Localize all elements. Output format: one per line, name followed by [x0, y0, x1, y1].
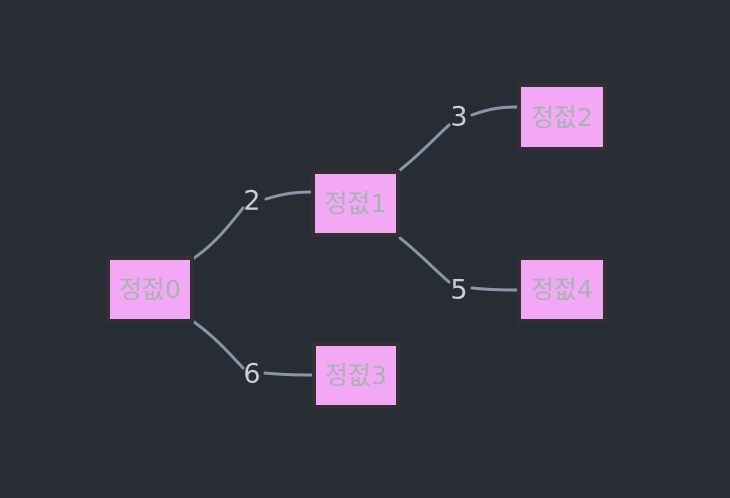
node-label: 정젒3: [325, 361, 387, 390]
node-label: 정젒0: [119, 275, 181, 304]
edge-labels-group: 2 3 5 6: [243, 102, 467, 390]
graph-node-node1[interactable]: 정젒1: [311, 170, 400, 237]
edge-weight-label: 3: [450, 102, 467, 133]
node-label: 정젒2: [531, 102, 593, 132]
edges-group: [192, 105, 519, 377]
edge-line: [192, 206, 245, 260]
edge-line: [263, 371, 314, 377]
edge-weight-label: 5: [450, 275, 467, 306]
edge-weight-label: 6: [243, 359, 260, 390]
edge-line: [264, 190, 313, 201]
edge-line: [398, 236, 451, 284]
edge-line: [470, 105, 519, 117]
edge-weight-label: 2: [243, 186, 260, 217]
edge-line: [470, 286, 519, 292]
node-label: 정젒1: [324, 189, 387, 218]
graph-node-node2[interactable]: 정젒2: [517, 83, 607, 151]
graph-node-node3[interactable]: 정젒3: [312, 342, 400, 409]
graph-node-node0[interactable]: 정젒0: [106, 256, 194, 323]
node-label: 정젒4: [531, 275, 593, 304]
edge-line: [192, 320, 245, 370]
graph-node-node4[interactable]: 정젒4: [517, 256, 607, 323]
edge-line: [398, 123, 451, 172]
